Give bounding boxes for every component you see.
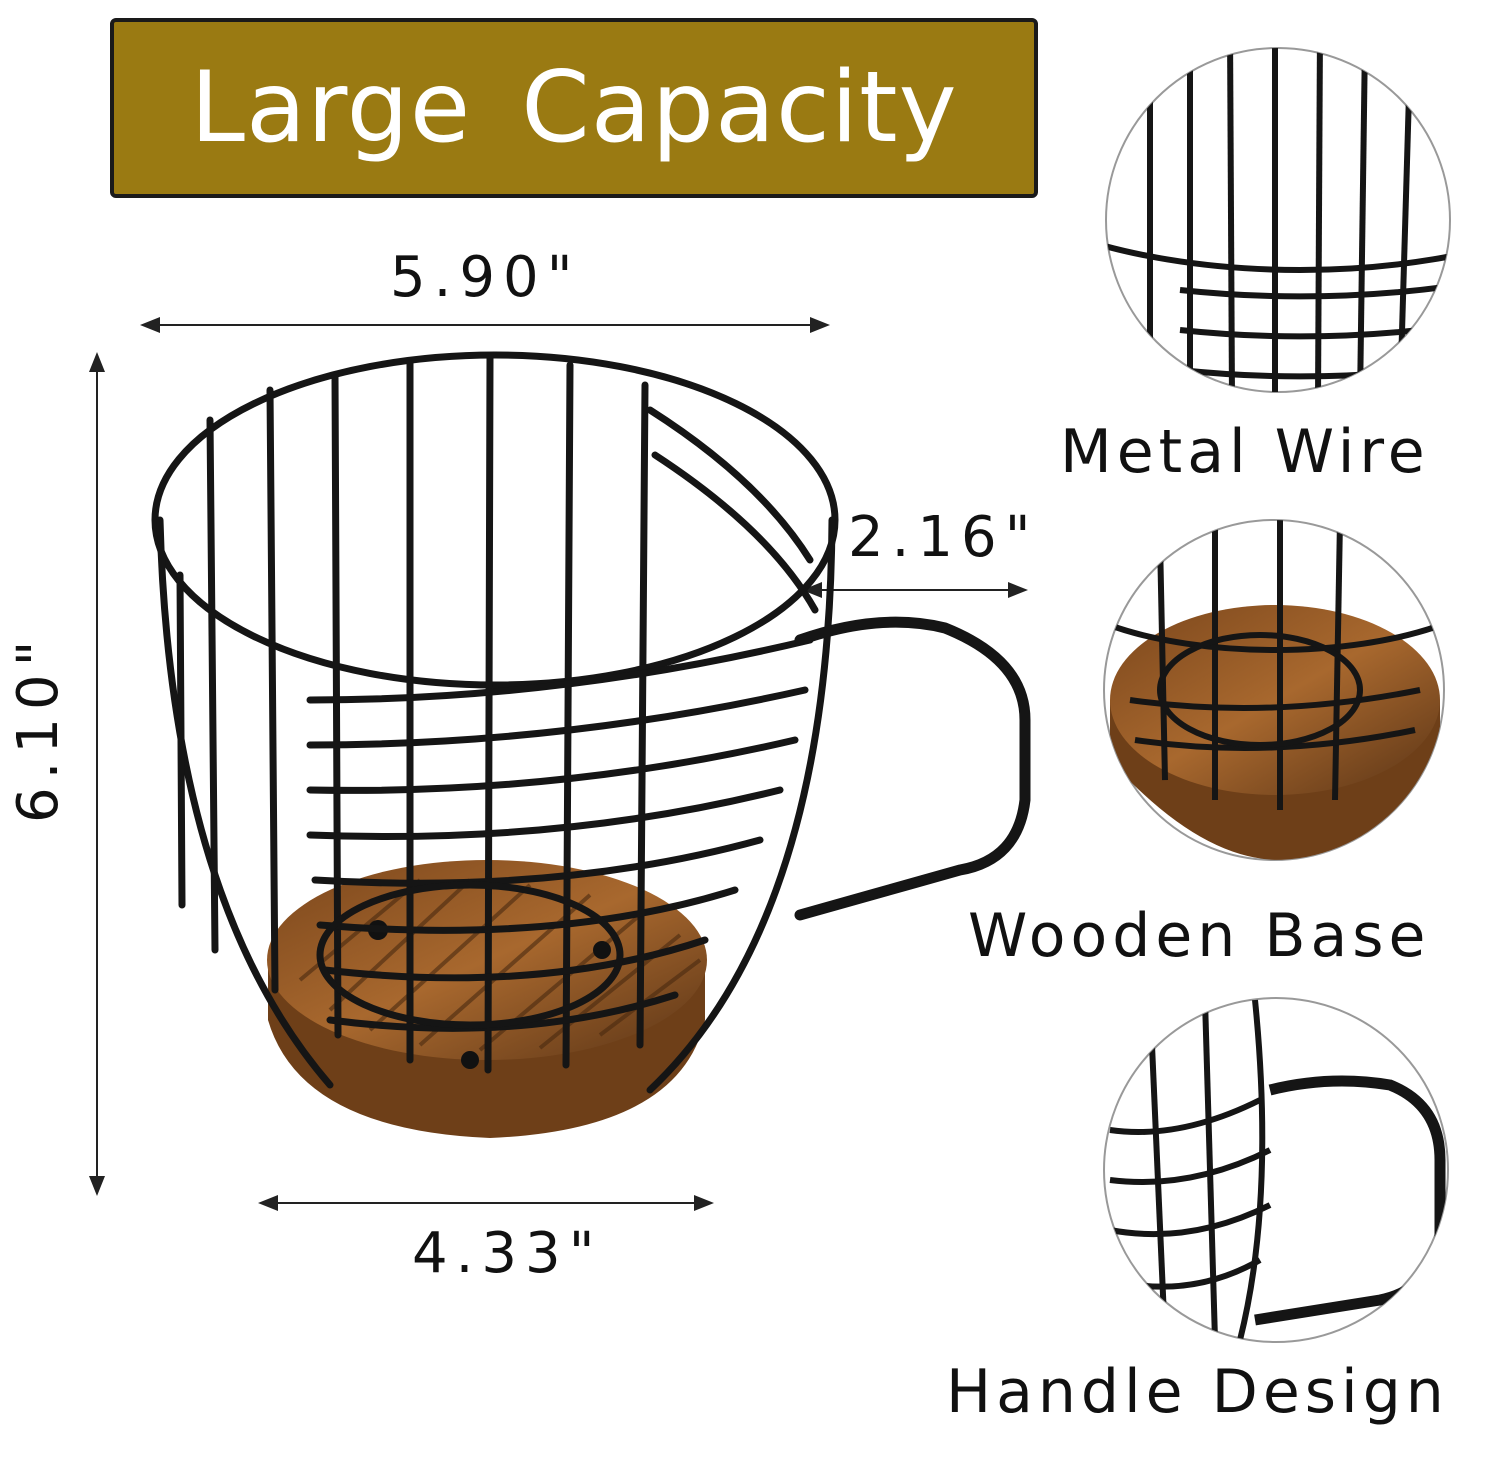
base-width-dimension: 4.33" [412, 1221, 603, 1286]
metal-wire-label: Metal Wire [1060, 417, 1430, 487]
large-capacity-banner: Large Capacity [110, 18, 1038, 198]
wire-basket [151, 351, 1031, 1138]
top-width-dimension: 5.90" [390, 245, 581, 310]
height-dimension: 6.10" [6, 632, 71, 823]
handle-depth-dimension: 2.16" [848, 505, 1039, 570]
wooden-base-label: Wooden Base [968, 901, 1431, 971]
handle-design-label: Handle Design [946, 1357, 1449, 1427]
detail-wooden-base [1103, 519, 1445, 861]
detail-metal-wire [1105, 47, 1451, 393]
banner-title: Large Capacity [190, 51, 958, 165]
detail-handle [1103, 997, 1449, 1343]
